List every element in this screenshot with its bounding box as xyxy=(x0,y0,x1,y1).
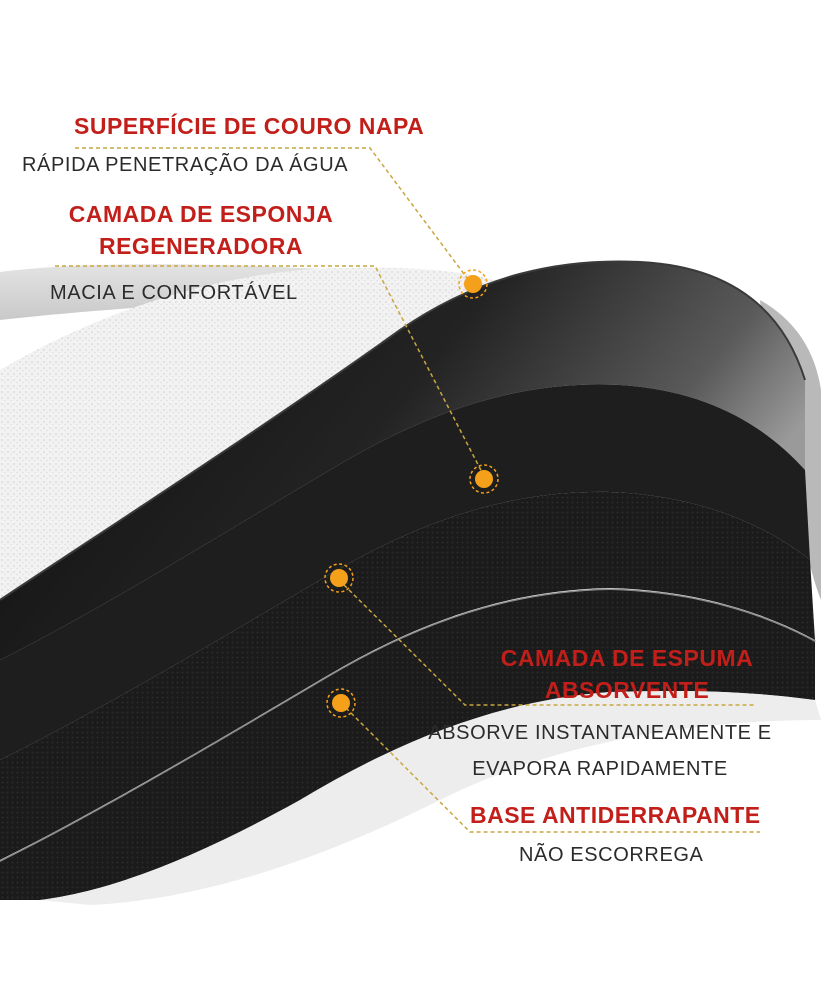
sponge-layer xyxy=(0,384,810,760)
layer-1-description: RÁPIDA PENETRAÇÃO DA ÁGUA xyxy=(22,147,348,183)
layer-4-description: NÃO ESCORREGA xyxy=(519,837,704,873)
layer-4-description-line-1: NÃO ESCORREGA xyxy=(519,844,704,866)
leader-line-4 xyxy=(340,702,760,833)
layer-1-title-line-1: SUPERFÍCIE DE COURO NAPA xyxy=(74,113,425,139)
marker-2 xyxy=(469,464,499,494)
leader-line-1 xyxy=(75,147,471,283)
layer-3-title-line-1: CAMADA DE ESPUMA xyxy=(500,645,754,671)
marker-3 xyxy=(324,563,354,593)
leather-top-layer xyxy=(0,261,805,660)
layer-2-title-line-1: CAMADA DE ESPONJA xyxy=(68,201,334,227)
layer-1-title: SUPERFÍCIE DE COURO NAPA xyxy=(74,110,424,142)
layer-3-title: CAMADA DE ESPUMA ABSORVENTE xyxy=(482,642,772,706)
layer-2-description: MACIA E CONFORTÁVEL xyxy=(50,275,298,311)
layer-4-title-line-1: BASE ANTIDERRAPANTE xyxy=(470,802,761,828)
layer-3-title-line-2: ABSORVENTE xyxy=(544,677,710,703)
leader-line-3 xyxy=(338,579,755,706)
layer-2-title: CAMADA DE ESPONJA REGENERADORA xyxy=(66,198,336,262)
layer-1-description-line-1: RÁPIDA PENETRAÇÃO DA ÁGUA xyxy=(22,154,349,176)
layer-3-description: ABSORVE INSTANTANEAMENTE E EVAPORA RAPID… xyxy=(410,715,790,787)
layer-4-title: BASE ANTIDERRAPANTE xyxy=(470,799,761,831)
foam-layer xyxy=(0,491,815,860)
base-layer xyxy=(0,590,815,900)
leader-line-2 xyxy=(55,265,486,479)
layer-2-description-line-1: MACIA E CONFORTÁVEL xyxy=(50,282,298,304)
marker-4 xyxy=(326,688,356,718)
layer-3-description-line-1: ABSORVE INSTANTANEAMENTE E xyxy=(428,722,772,744)
layer-3-description-line-2: EVAPORA RAPIDAMENTE xyxy=(472,758,728,780)
layer-2-title-line-2: REGENERADORA xyxy=(98,233,304,259)
marker-1 xyxy=(458,269,488,299)
